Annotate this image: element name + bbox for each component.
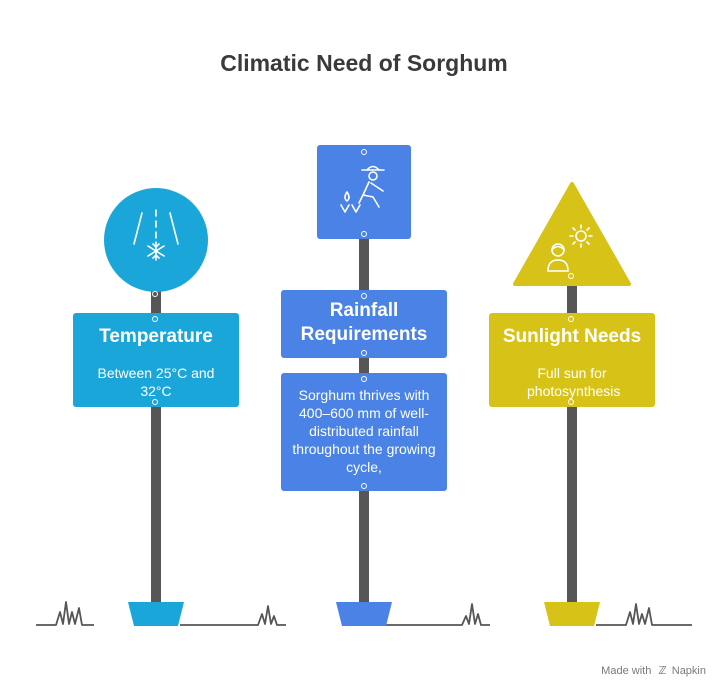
rainfall-title-panel: Rainfall Requirements bbox=[281, 290, 447, 358]
sunlight-text: Full sun for photosynthesis bbox=[527, 365, 621, 399]
connector-dot bbox=[361, 231, 367, 237]
page-title: Climatic Need of Sorghum bbox=[220, 50, 508, 76]
thermometer-snowflake-icon bbox=[133, 209, 179, 261]
footer-brand: Napkin bbox=[671, 665, 706, 677]
person-sun-icon bbox=[547, 224, 593, 272]
rainfall-title: Rainfall Requirements bbox=[300, 300, 428, 345]
sunlight-icon-sign bbox=[513, 182, 631, 286]
rainfall-icon-sign bbox=[317, 145, 411, 239]
temperature-icon-sign bbox=[104, 188, 208, 292]
connector-dot bbox=[361, 483, 367, 489]
ground-line bbox=[36, 601, 692, 626]
sunlight-title: Sunlight Needs bbox=[502, 326, 642, 347]
temperature-text: Between 25°C and 32°C bbox=[97, 365, 215, 399]
temperature-pole bbox=[151, 290, 161, 602]
connector-dot bbox=[152, 399, 158, 405]
connector-dot bbox=[152, 291, 158, 297]
sunlight-pole bbox=[567, 285, 577, 602]
connector-dot bbox=[568, 316, 574, 322]
connector-dot bbox=[568, 273, 574, 279]
farmer-water-icon bbox=[340, 165, 385, 213]
sunlight-panel: Sunlight Needs Full sun for photosynthes… bbox=[489, 313, 655, 407]
connector-dot bbox=[361, 350, 367, 356]
connector-dot bbox=[361, 293, 367, 299]
footer-credit: Made with ℤ Napkin bbox=[601, 664, 706, 677]
temperature-title: Temperature bbox=[99, 326, 213, 347]
napkin-logo-icon: ℤ bbox=[658, 665, 667, 677]
rainfall-text-panel: Sorghum thrives with 400–600 mm of well-… bbox=[281, 373, 447, 491]
connector-dot bbox=[568, 399, 574, 405]
connector-dot bbox=[361, 376, 367, 382]
temperature-panel: Temperature Between 25°C and 32°C bbox=[73, 313, 239, 407]
footer-prefix: Made with bbox=[601, 665, 652, 677]
rainfall-text: Sorghum thrives with 400–600 mm of well-… bbox=[292, 387, 436, 475]
connector-dot bbox=[152, 316, 158, 322]
connector-dot bbox=[361, 149, 367, 155]
